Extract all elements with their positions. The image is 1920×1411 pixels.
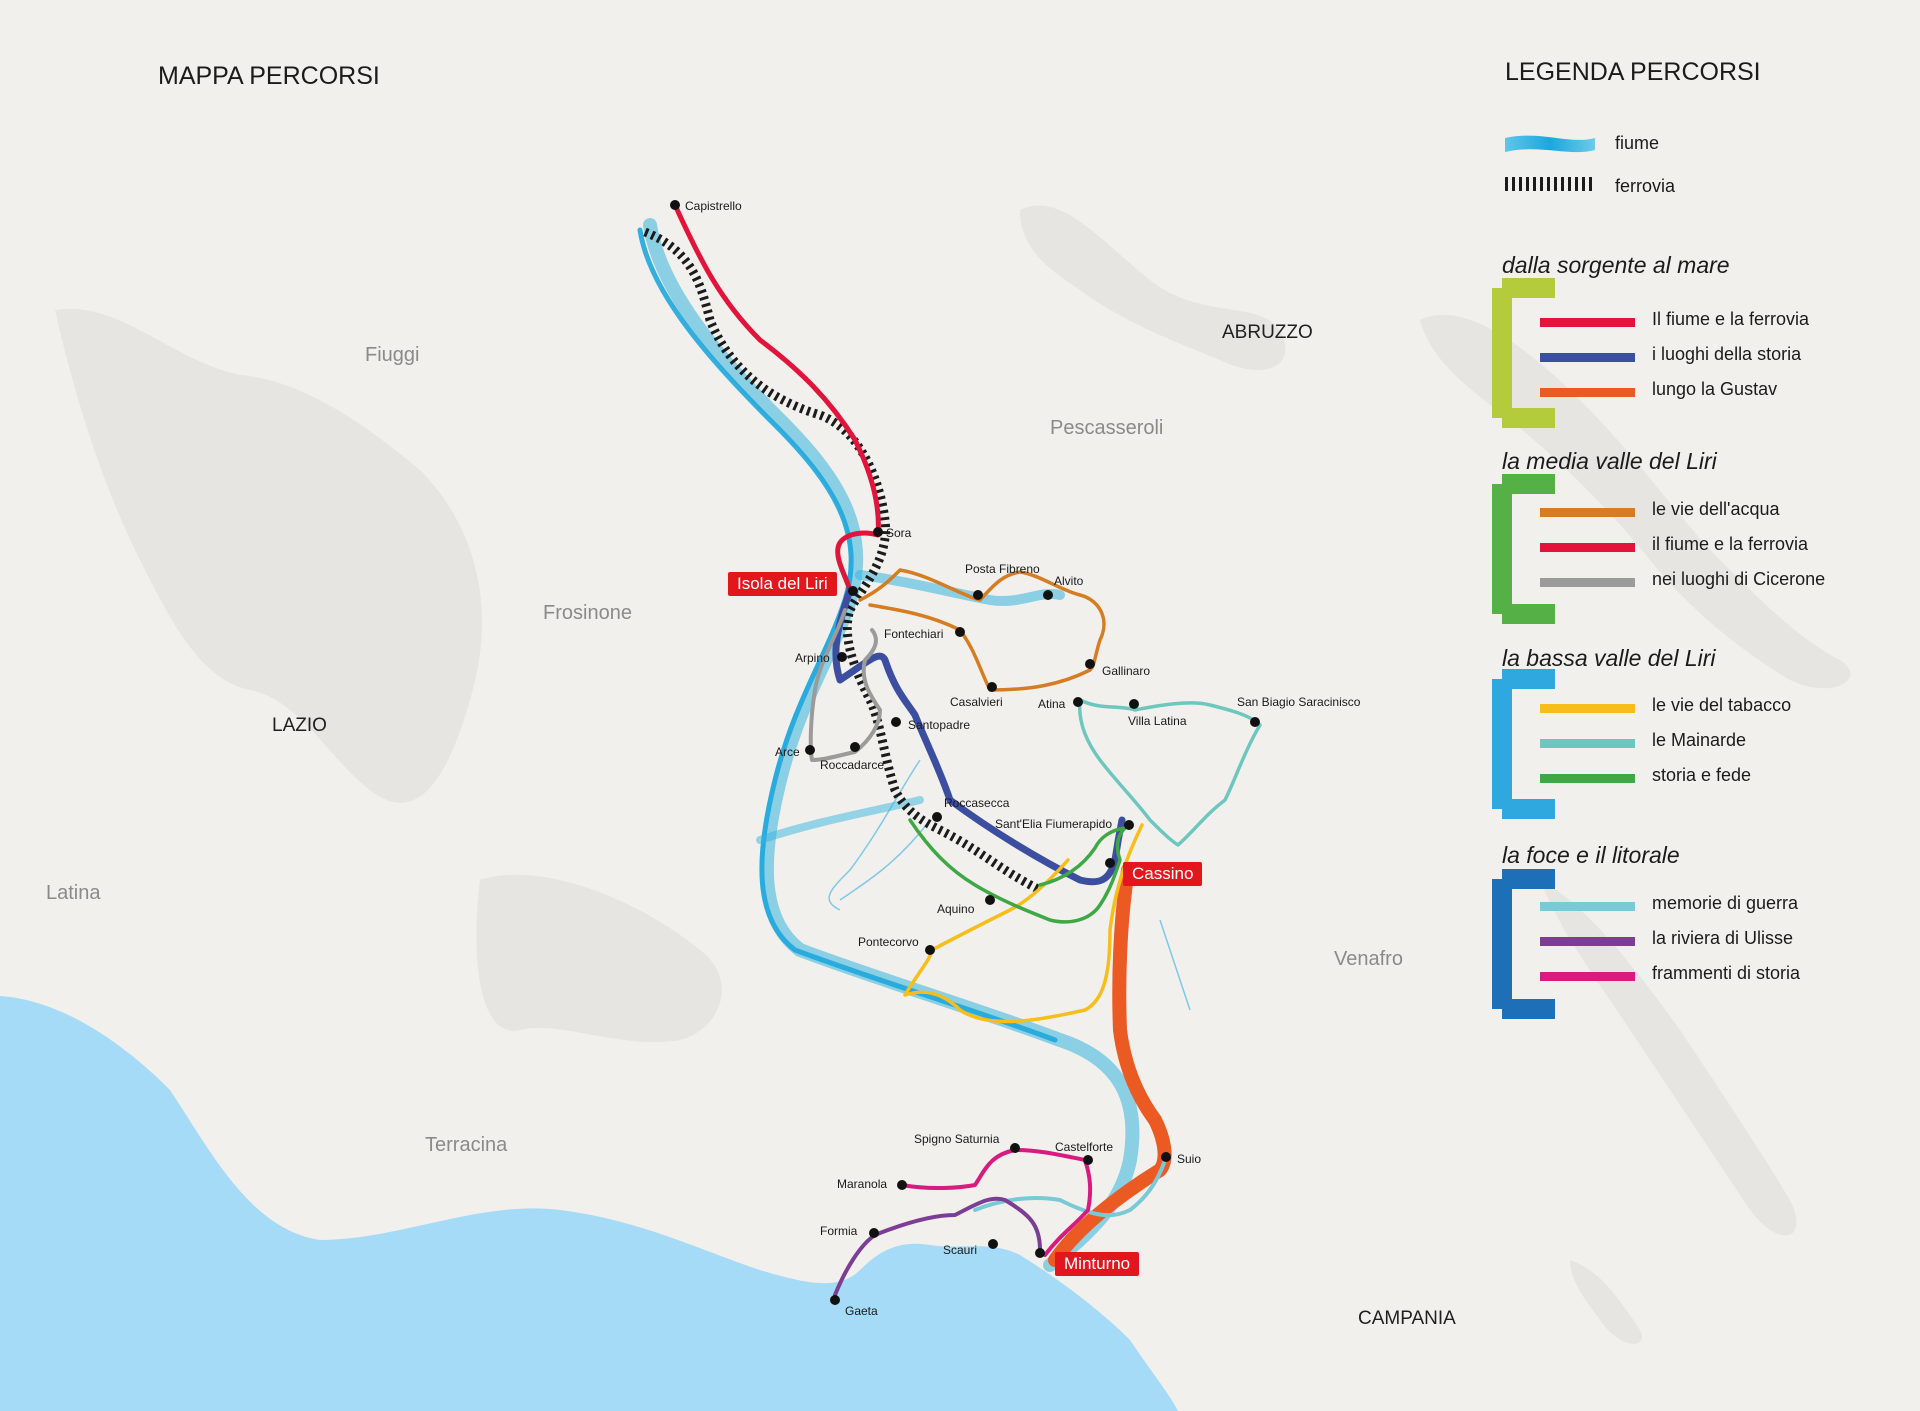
town-label: Roccadarce [820,758,885,772]
town-label: Aquino [937,902,975,916]
railway-line [643,227,1043,895]
route-storia-fede [908,818,1127,924]
legend-group-heading: la bassa valle del Liri [1502,645,1716,671]
river-swatch-icon [1505,135,1595,153]
legend-item: nei luoghi di Cicerone [1652,569,1826,589]
route-fiume-ferrovia [672,202,881,593]
town-label: Sora [886,526,912,540]
route-luoghi-cicerone [808,608,882,762]
river-liri [637,218,1140,1272]
place-label: Latina [46,882,101,904]
town-label: Fontechiari [884,627,944,641]
route-riviera-ulisse [833,1196,1042,1297]
town-label: Suio [1177,1152,1202,1166]
town-label: Santopadre [908,718,971,732]
town-label: Arce [775,745,800,759]
town-markers [670,200,1260,1305]
map-title: MAPPA PERCORSI [158,62,380,90]
town-label: Scauri [943,1243,978,1257]
legend-item: Il fiume e la ferrovia [1652,309,1810,329]
town-label: Alvito [1054,574,1084,588]
town-badge-isola-del-liri: Isola del Liri [728,572,837,596]
sea [0,996,1178,1411]
town-label: Arpino [795,651,830,665]
place-label: Venafro [1334,948,1403,970]
bracket-group-2 [1492,474,1555,624]
legend-item-ferrovia: ferrovia [1615,176,1676,196]
legend-item: lungo la Gustav [1652,379,1778,399]
legend-item: memorie di guerra [1652,893,1799,913]
town-label: Maranola [837,1177,888,1191]
town-label: Formia [820,1224,858,1238]
place-label: Pescasseroli [1050,417,1164,439]
route-vie-tabacco [903,823,1144,1024]
legend-group-heading: la media valle del Liri [1502,448,1717,474]
region-label: LAZIO [272,715,327,736]
legend-item: le vie del tabacco [1652,695,1792,715]
legend-group-heading: la foce e il litorale [1502,842,1680,868]
route-memorie-guerra [973,1158,1167,1218]
region-label: CAMPANIA [1358,1308,1456,1329]
route-mainarde [1077,698,1262,847]
place-label: Fiuggi [365,344,420,366]
legend-item: le vie dell'acqua [1652,499,1780,519]
legend-item: frammenti di storia [1652,963,1801,983]
legend-item: le Mainarde [1652,730,1747,750]
town-label: Castelforte [1055,1140,1114,1154]
legend-item: i luoghi della storia [1652,344,1802,364]
bracket-group-1 [1492,278,1555,428]
town-label: Spigno Saturnia [914,1132,1000,1146]
legend-item-fiume: fiume [1615,133,1660,153]
town-label: Roccasecca [944,796,1010,810]
routes [672,202,1262,1297]
town-label: Gaeta [845,1304,878,1318]
legend-group-heading: dalla sorgente al mare [1502,252,1730,278]
route-vie-acqua [858,568,1106,692]
town-label: San Biagio Saracinisco [1237,695,1361,709]
town-label: Atina [1038,697,1066,711]
town-label: Villa Latina [1128,714,1187,728]
legend-item: la riviera di Ulisse [1652,928,1794,948]
town-label: Sant'Elia Fiumerapido [995,817,1113,831]
bracket-group-4 [1492,869,1555,1019]
place-label: Frosinone [543,602,632,624]
bracket-group-3 [1492,669,1555,819]
town-label: Posta Fibreno [965,562,1040,576]
town-label: Gallinaro [1102,664,1151,678]
route-frammenti-storia [900,1148,1093,1257]
route-lungo-gustav [1048,863,1172,1267]
place-label: Terracina [425,1134,508,1156]
route-luoghi-storia [832,586,1126,886]
legend-swatches [1492,135,1635,1019]
legend-item: storia e fede [1652,765,1752,785]
town-badge-cassino: Cassino [1123,862,1203,886]
region-label: ABRUZZO [1222,322,1313,343]
town-label: Capistrello [685,199,742,213]
town-label: Casalvieri [950,695,1003,709]
legend-title: LEGENDA PERCORSI [1505,58,1761,86]
town-badge-minturno: Minturno [1055,1252,1140,1276]
town-label: Pontecorvo [858,935,919,949]
legend-item: il fiume e la ferrovia [1652,534,1809,554]
